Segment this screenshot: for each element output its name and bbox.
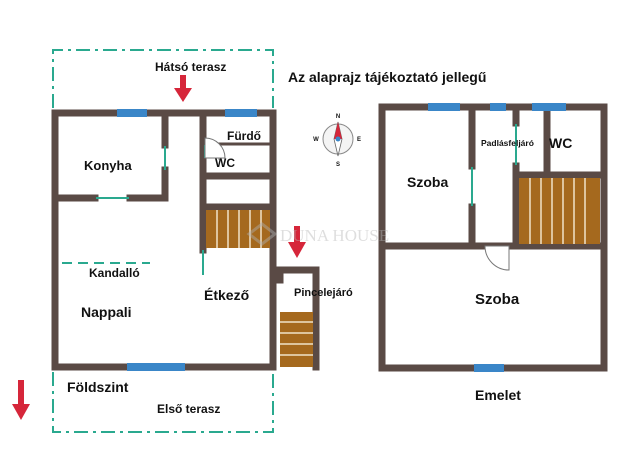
ground-floor-walls: [51, 109, 320, 371]
compass-south-label: S: [336, 162, 340, 168]
compass-north-label: N: [336, 114, 340, 120]
fireplace-label: Kandalló: [89, 266, 140, 280]
living-room-label: Nappali: [81, 304, 132, 320]
upper-windows: [428, 103, 566, 372]
cellar-access-label: Pincelejáró: [294, 287, 353, 299]
ground-windows: [117, 109, 257, 371]
watermark-text: DUNA HOUSE: [280, 226, 389, 245]
ground-wc-label: WC: [215, 156, 235, 170]
upper-floor-caption: Emelet: [475, 387, 521, 403]
bathroom-label: Fürdő: [227, 129, 261, 143]
upper-door-swing: [484, 245, 510, 271]
ground-stairs: [206, 210, 270, 248]
cellar-stairs: [280, 312, 313, 367]
compass-icon: N S E W: [313, 114, 361, 168]
arrow-icon-cellar: [288, 226, 306, 258]
upper-wc-label: WC: [549, 135, 572, 151]
upper-stairs: [519, 178, 600, 244]
compass-west-label: W: [313, 137, 319, 143]
bathroom-door-swing: [204, 137, 226, 159]
upper-room-left-label: Szoba: [407, 174, 448, 190]
upper-doors: [471, 124, 517, 206]
front-terrace-label: Első terasz: [157, 402, 220, 416]
attic-access-label: Padlásfeljáró: [481, 138, 534, 148]
arrow-icon-back-terrace: [174, 75, 192, 102]
duna-house-watermark: DUNA HOUSE: [246, 222, 389, 246]
compass-east-label: E: [357, 137, 361, 143]
upper-room-bottom-label: Szoba: [475, 291, 520, 308]
dining-label: Étkező: [204, 287, 249, 303]
terrace-boundary: [52, 49, 274, 433]
arrow-icon-front-terrace: [12, 380, 30, 420]
ground-floor-caption: Földszint: [67, 379, 129, 395]
kitchen-label: Konyha: [84, 158, 132, 173]
back-terrace-label: Hátsó terasz: [155, 60, 226, 74]
disclaimer-note: Az alaprajz tájékoztató jellegű: [288, 69, 486, 85]
